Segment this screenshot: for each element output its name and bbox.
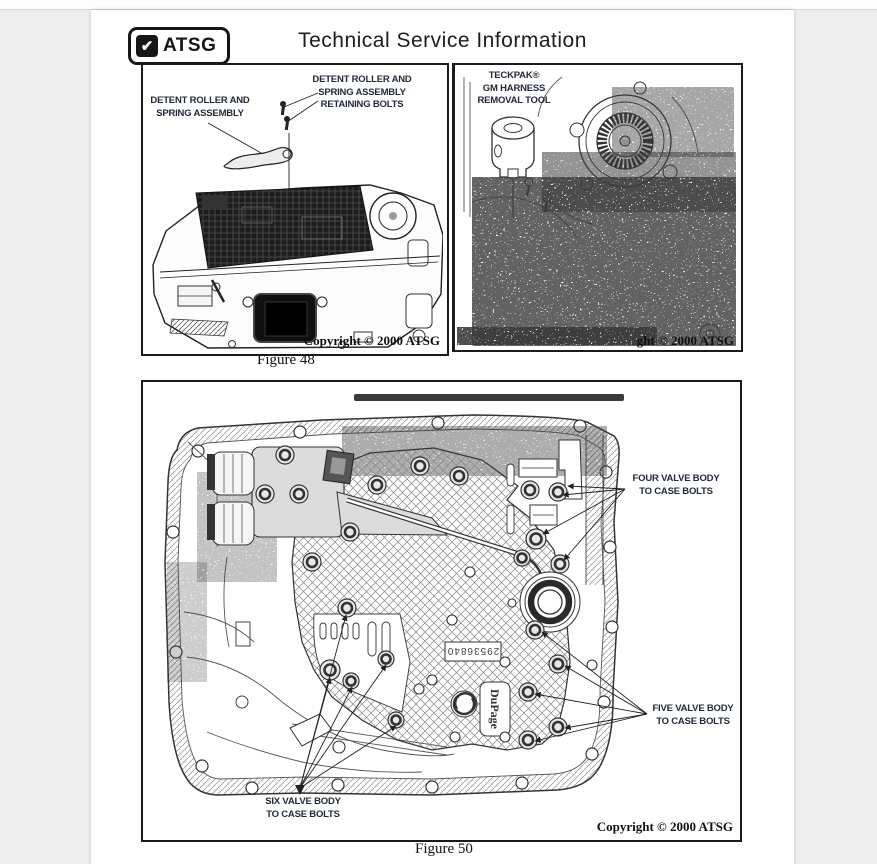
page-title: Technical Service Information xyxy=(298,29,587,52)
valve-body-logo-emboss xyxy=(450,690,478,718)
figure48-copyright: Copyright © 2000 ATSG xyxy=(303,333,440,348)
scan-noise xyxy=(457,87,736,346)
figure50-caption: Figure 50 xyxy=(415,841,473,857)
figure50-label-five-valve-body-bolts: FIVE VALVE BODY TO CASE BOLTS xyxy=(652,703,734,727)
logo-brand-text: ATSG xyxy=(163,35,217,56)
figure48-label-detent-assembly: DETENT ROLLER AND SPRING ASSEMBLY xyxy=(150,95,250,119)
figure50-copyright: Copyright © 2000 ATSG xyxy=(596,819,733,834)
figure48-diagram xyxy=(152,92,443,349)
detent-lever-art xyxy=(223,146,293,170)
bore-art xyxy=(519,571,581,633)
figure50-label-four-valve-body-bolts: FOUR VALVE BODY TO CASE BOLTS xyxy=(632,473,720,497)
harness-removal-tool-art xyxy=(491,116,535,218)
figure48-label-retaining-bolts: DETENT ROLLER AND SPRING ASSEMBLY RETAIN… xyxy=(312,74,412,110)
figure49-diagram xyxy=(457,76,736,346)
figure50-label-six-valve-body-bolts: SIX VALVE BODY TO CASE BOLTS xyxy=(265,796,341,820)
figure49-copyright-partial: ght © 2000 ATSG xyxy=(636,333,734,348)
figure49-panel xyxy=(452,63,743,352)
figure49-label-teckpak-tool: TECKPAK® GM HARNESS REMOVAL TOOL xyxy=(477,70,551,106)
figure50-diagram: 29536840 DuPage xyxy=(164,394,648,796)
figure48-panel xyxy=(141,63,449,356)
retaining-bolts-art xyxy=(280,101,290,131)
valve-body-part-number: 29536840 xyxy=(447,645,500,656)
figure48-caption: Figure 48 xyxy=(257,352,315,368)
atsg-logo: ✔ ATSG xyxy=(128,27,230,65)
figure50-panel: 29536840 DuPage xyxy=(141,380,742,842)
checkmark-icon: ✔ xyxy=(136,35,158,57)
page-top-margin xyxy=(0,0,877,10)
valve-body-dupage-embossing: DuPage xyxy=(488,689,502,730)
